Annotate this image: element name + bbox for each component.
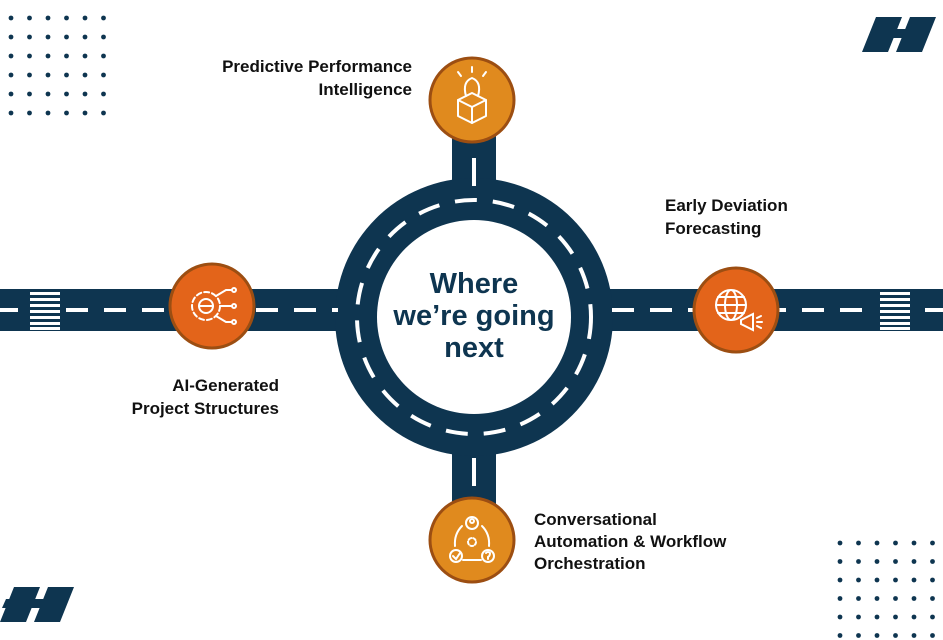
decorative-dot	[856, 596, 861, 601]
decorative-slash-mark-top-right	[862, 17, 936, 52]
globe-megaphone-icon	[715, 289, 763, 332]
decorative-dot	[893, 559, 898, 564]
decorative-dot	[101, 15, 106, 21]
decorative-dot	[911, 614, 917, 620]
decorative-dot	[82, 53, 88, 59]
decorative-dot	[856, 577, 861, 583]
decorative-dot	[45, 110, 51, 116]
decorative-dot	[837, 559, 843, 564]
decorative-dot	[930, 540, 935, 546]
decorative-dot	[911, 540, 917, 546]
decorative-dot	[930, 559, 935, 564]
decorative-dot	[856, 540, 861, 546]
crosswalk-right	[880, 292, 910, 330]
decorative-dot	[837, 540, 843, 546]
decorative-dot	[8, 34, 14, 40]
decorative-dot	[45, 15, 51, 21]
decorative-dot	[82, 110, 88, 116]
decorative-dot	[856, 559, 861, 564]
decorative-dot	[874, 596, 880, 601]
decorative-dot	[930, 633, 935, 638]
decorative-dot	[27, 34, 32, 40]
milestone-label-predictive: Predictive Performance Intelligence	[222, 57, 412, 99]
lightbulb-box-icon	[457, 66, 487, 124]
decorative-dot-grid-top-left	[8, 15, 106, 116]
decorative-dot	[837, 633, 843, 638]
milestone-node-early-deviation	[692, 266, 780, 354]
gear-circuit-icon	[191, 287, 237, 325]
milestone-label-conversational: Conversational Automation & Workflow Orc…	[534, 510, 727, 573]
roundabout-center	[377, 220, 571, 414]
decorative-dot	[930, 614, 935, 620]
decorative-dot	[64, 15, 69, 21]
decorative-dot	[82, 72, 88, 78]
decorative-dot	[874, 559, 880, 564]
decorative-dot	[837, 596, 843, 601]
milestone-label-early-deviation: Early Deviation Forecasting	[665, 196, 788, 238]
decorative-dot	[64, 53, 69, 59]
decorative-dot	[64, 72, 69, 78]
decorative-dot	[874, 614, 880, 620]
decorative-dot	[893, 596, 898, 601]
decorative-dot	[8, 15, 14, 21]
decorative-dot	[837, 614, 843, 620]
decorative-dot	[45, 72, 51, 78]
decorative-dot	[856, 614, 861, 620]
decorative-dot	[64, 34, 69, 40]
decorative-dot	[911, 559, 917, 564]
decorative-dot	[101, 72, 106, 78]
decorative-dot	[27, 53, 32, 59]
decorative-dot	[27, 91, 32, 97]
decorative-dot	[82, 15, 88, 21]
milestone-node-predictive	[428, 56, 516, 144]
decorative-dot	[893, 540, 898, 546]
decorative-dot	[45, 34, 51, 40]
decorative-dot	[8, 72, 14, 78]
decorative-dot	[45, 91, 51, 97]
center-title: Where we’re going next	[393, 268, 555, 364]
decorative-dot-grid-bottom-right	[837, 540, 935, 638]
roundabout-lane-dashes	[355, 198, 593, 436]
decorative-dot	[27, 15, 32, 21]
decorative-dot	[893, 614, 898, 620]
decorative-dot	[8, 110, 14, 116]
decorative-dot	[8, 53, 14, 59]
decorative-dot	[911, 577, 917, 583]
decorative-dot	[874, 540, 880, 546]
decorative-dot	[8, 91, 14, 97]
crosswalk-left	[30, 292, 60, 330]
decorative-dot	[874, 577, 880, 583]
decorative-dot	[874, 633, 880, 638]
decorative-dot	[27, 110, 32, 116]
milestone-node-conversational	[428, 496, 516, 584]
decorative-dot	[930, 577, 935, 583]
decorative-slash-mark-bottom-left	[0, 587, 74, 622]
decorative-dot	[101, 91, 106, 97]
decorative-dot	[837, 577, 843, 583]
decorative-dot	[101, 53, 106, 59]
decorative-dot	[856, 633, 861, 638]
decorative-dot	[930, 596, 935, 601]
decorative-dot	[64, 91, 69, 97]
decorative-dot	[82, 34, 88, 40]
milestone-node-ai-generated	[168, 262, 256, 350]
decorative-dot	[911, 596, 917, 601]
decorative-dot	[101, 110, 106, 116]
decorative-dot	[911, 633, 917, 638]
decorative-dot	[101, 34, 106, 40]
workflow-cycle-icon	[449, 516, 495, 563]
decorative-dot	[45, 53, 51, 59]
milestone-label-ai-generated: AI-Generated Project Structures	[131, 376, 279, 418]
decorative-dot	[27, 72, 32, 78]
decorative-dot	[82, 91, 88, 97]
decorative-dot	[893, 633, 898, 638]
decorative-dot	[64, 110, 69, 116]
decorative-dot	[893, 577, 898, 583]
